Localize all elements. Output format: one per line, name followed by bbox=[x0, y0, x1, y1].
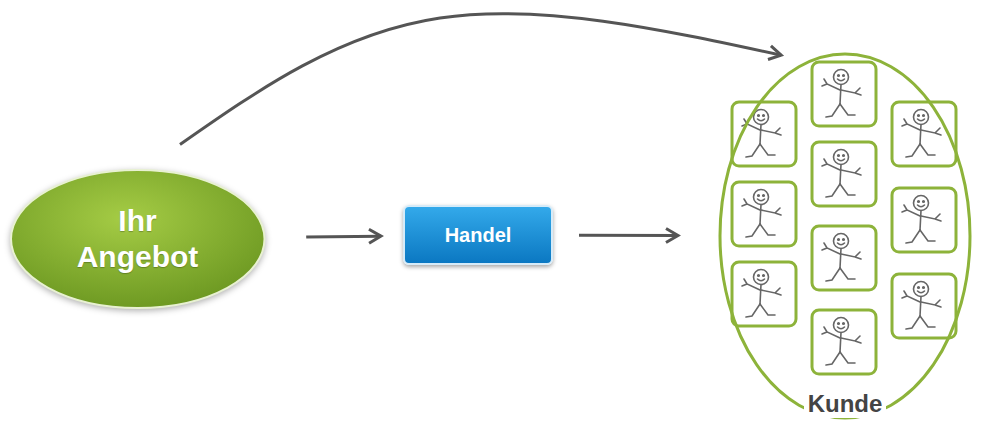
person-icon bbox=[732, 182, 796, 246]
flow-arrow bbox=[180, 14, 781, 145]
person-icon bbox=[812, 310, 876, 374]
customer-group: Kunde bbox=[718, 52, 972, 420]
person-icon bbox=[812, 62, 876, 126]
process-box: Handel bbox=[403, 205, 553, 265]
person-icon bbox=[892, 188, 956, 252]
node-outline bbox=[9, 168, 267, 310]
flow-arrow bbox=[579, 234, 678, 237]
node-outline bbox=[718, 52, 972, 420]
node-label: Handel bbox=[445, 224, 512, 247]
person-icon bbox=[812, 226, 876, 290]
node-label: Ihr Angebot bbox=[63, 203, 213, 275]
flow-arrow bbox=[306, 235, 381, 239]
person-icon bbox=[892, 102, 956, 166]
person-icon bbox=[892, 274, 956, 338]
node-label: Kunde bbox=[804, 390, 887, 418]
person-icon bbox=[812, 142, 876, 206]
offer-ellipse: Ihr Angebot bbox=[9, 168, 267, 310]
customer-figures bbox=[732, 62, 956, 374]
person-icon bbox=[732, 262, 796, 326]
ellipse-outline bbox=[720, 54, 970, 418]
ellipse-outline bbox=[11, 170, 265, 308]
